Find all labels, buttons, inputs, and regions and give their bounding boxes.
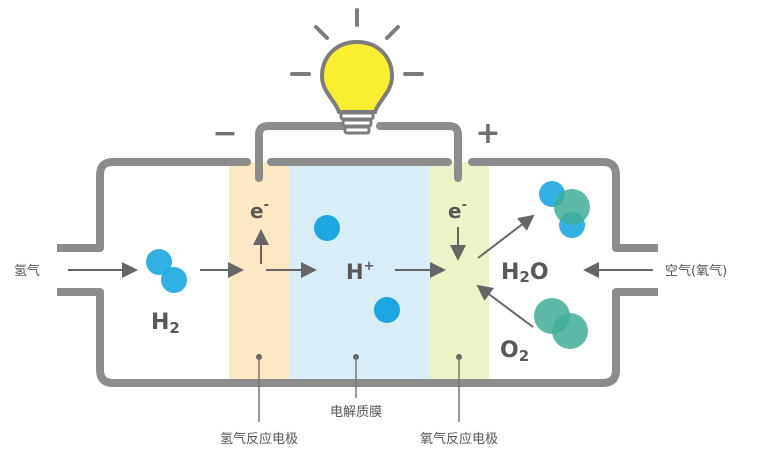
external-circuit-wire bbox=[255, 122, 462, 182]
anode-label: 氢气反应电极 bbox=[220, 431, 298, 447]
air-inlet-pipe bbox=[616, 244, 658, 296]
electron-label-cathode: e- bbox=[448, 198, 467, 223]
leader-lines bbox=[256, 354, 462, 422]
air-inlet-label: 空气(氧气) bbox=[665, 263, 727, 279]
light-bulb-icon bbox=[290, 8, 424, 135]
hydrogen-molecule bbox=[146, 249, 187, 293]
cell-housing bbox=[96, 158, 620, 387]
water-out-arrow bbox=[477, 214, 535, 259]
membrane-label: 电解质膜 bbox=[330, 405, 382, 420]
proton-particle bbox=[314, 215, 340, 241]
water-molecule bbox=[539, 181, 590, 238]
positive-terminal: + bbox=[475, 116, 500, 151]
hydrogen-formula-label: H2 bbox=[151, 310, 180, 337]
hydrogen-inlet-label: 氢气 bbox=[14, 263, 40, 279]
oxygen-molecule bbox=[534, 298, 588, 349]
proton-label: H+ bbox=[346, 259, 374, 284]
oxygen-in-arrow bbox=[476, 284, 534, 328]
cathode-label: 氧气反应电极 bbox=[420, 431, 498, 447]
electron-label-anode: e- bbox=[250, 198, 269, 223]
oxygen-formula-label: O2 bbox=[500, 338, 529, 365]
proton-particle bbox=[374, 297, 400, 323]
flow-arrows bbox=[68, 214, 653, 328]
negative-terminal: − bbox=[212, 116, 237, 151]
water-formula-label: H2O bbox=[501, 260, 549, 286]
hydrogen-inlet-pipe bbox=[57, 244, 100, 296]
